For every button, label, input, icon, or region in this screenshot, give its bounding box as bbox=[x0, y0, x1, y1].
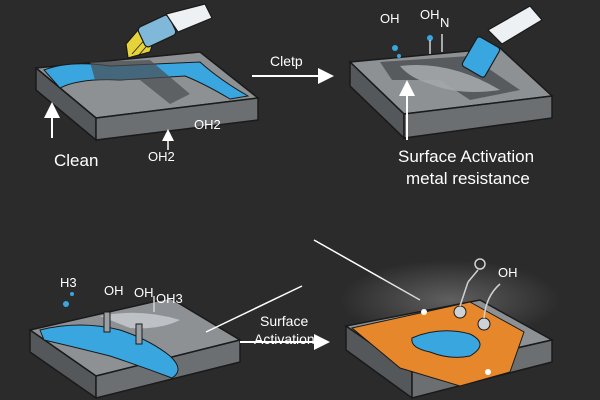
caption-surface-activation: Surface Activation bbox=[398, 147, 535, 166]
chem-label: OH bbox=[134, 285, 154, 300]
panel-clean-slab bbox=[34, 51, 260, 142]
chem-label: OH bbox=[104, 283, 124, 298]
arrow-label-activation: Activation bbox=[254, 331, 315, 347]
caption-metal-resistance: metal resistance bbox=[406, 169, 530, 188]
arrow-label-cletp: Cletp bbox=[270, 53, 303, 69]
chem-label: OH2 bbox=[194, 117, 221, 132]
chem-label: OH3 bbox=[156, 291, 183, 306]
chem-label: H3 bbox=[60, 275, 77, 290]
glove-icon bbox=[487, 5, 543, 45]
connector-line bbox=[205, 285, 303, 333]
chem-label: OH bbox=[380, 11, 400, 26]
chem-label: N bbox=[440, 15, 450, 30]
panel-bottom-left-slab bbox=[28, 297, 242, 400]
arrow-label-surface: Surface bbox=[260, 313, 309, 329]
glove-icon bbox=[165, 3, 213, 33]
chemical-bottle bbox=[392, 5, 543, 78]
caption-clean: Clean bbox=[54, 151, 99, 170]
chem-label: OH bbox=[420, 7, 440, 22]
spray-nozzle bbox=[125, 3, 213, 59]
chem-label: OH bbox=[498, 265, 518, 280]
molecule-pins bbox=[453, 258, 501, 331]
chem-label: OH2 bbox=[148, 149, 175, 164]
panel-activation-slab bbox=[348, 47, 554, 140]
probe-pins bbox=[63, 292, 155, 345]
